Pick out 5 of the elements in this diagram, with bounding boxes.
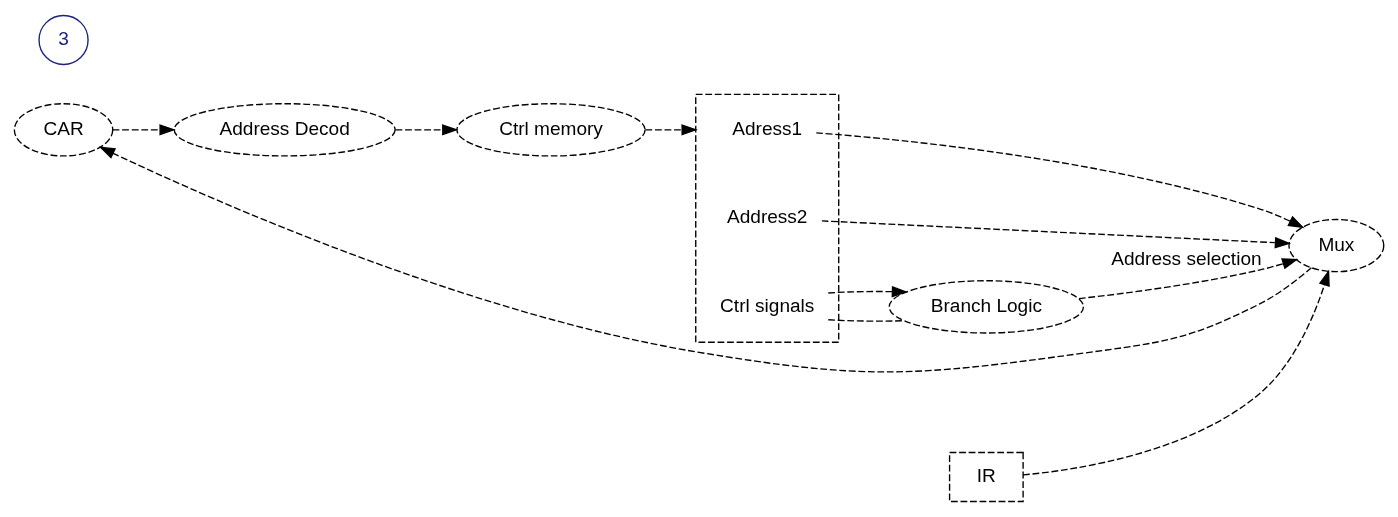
node-text: Ctrl signals bbox=[720, 294, 815, 316]
label: 3 bbox=[58, 27, 69, 49]
node-text: Adress1 bbox=[732, 117, 803, 139]
node-text: Address2 bbox=[727, 206, 808, 228]
edge-label: Address selection bbox=[1111, 247, 1262, 269]
